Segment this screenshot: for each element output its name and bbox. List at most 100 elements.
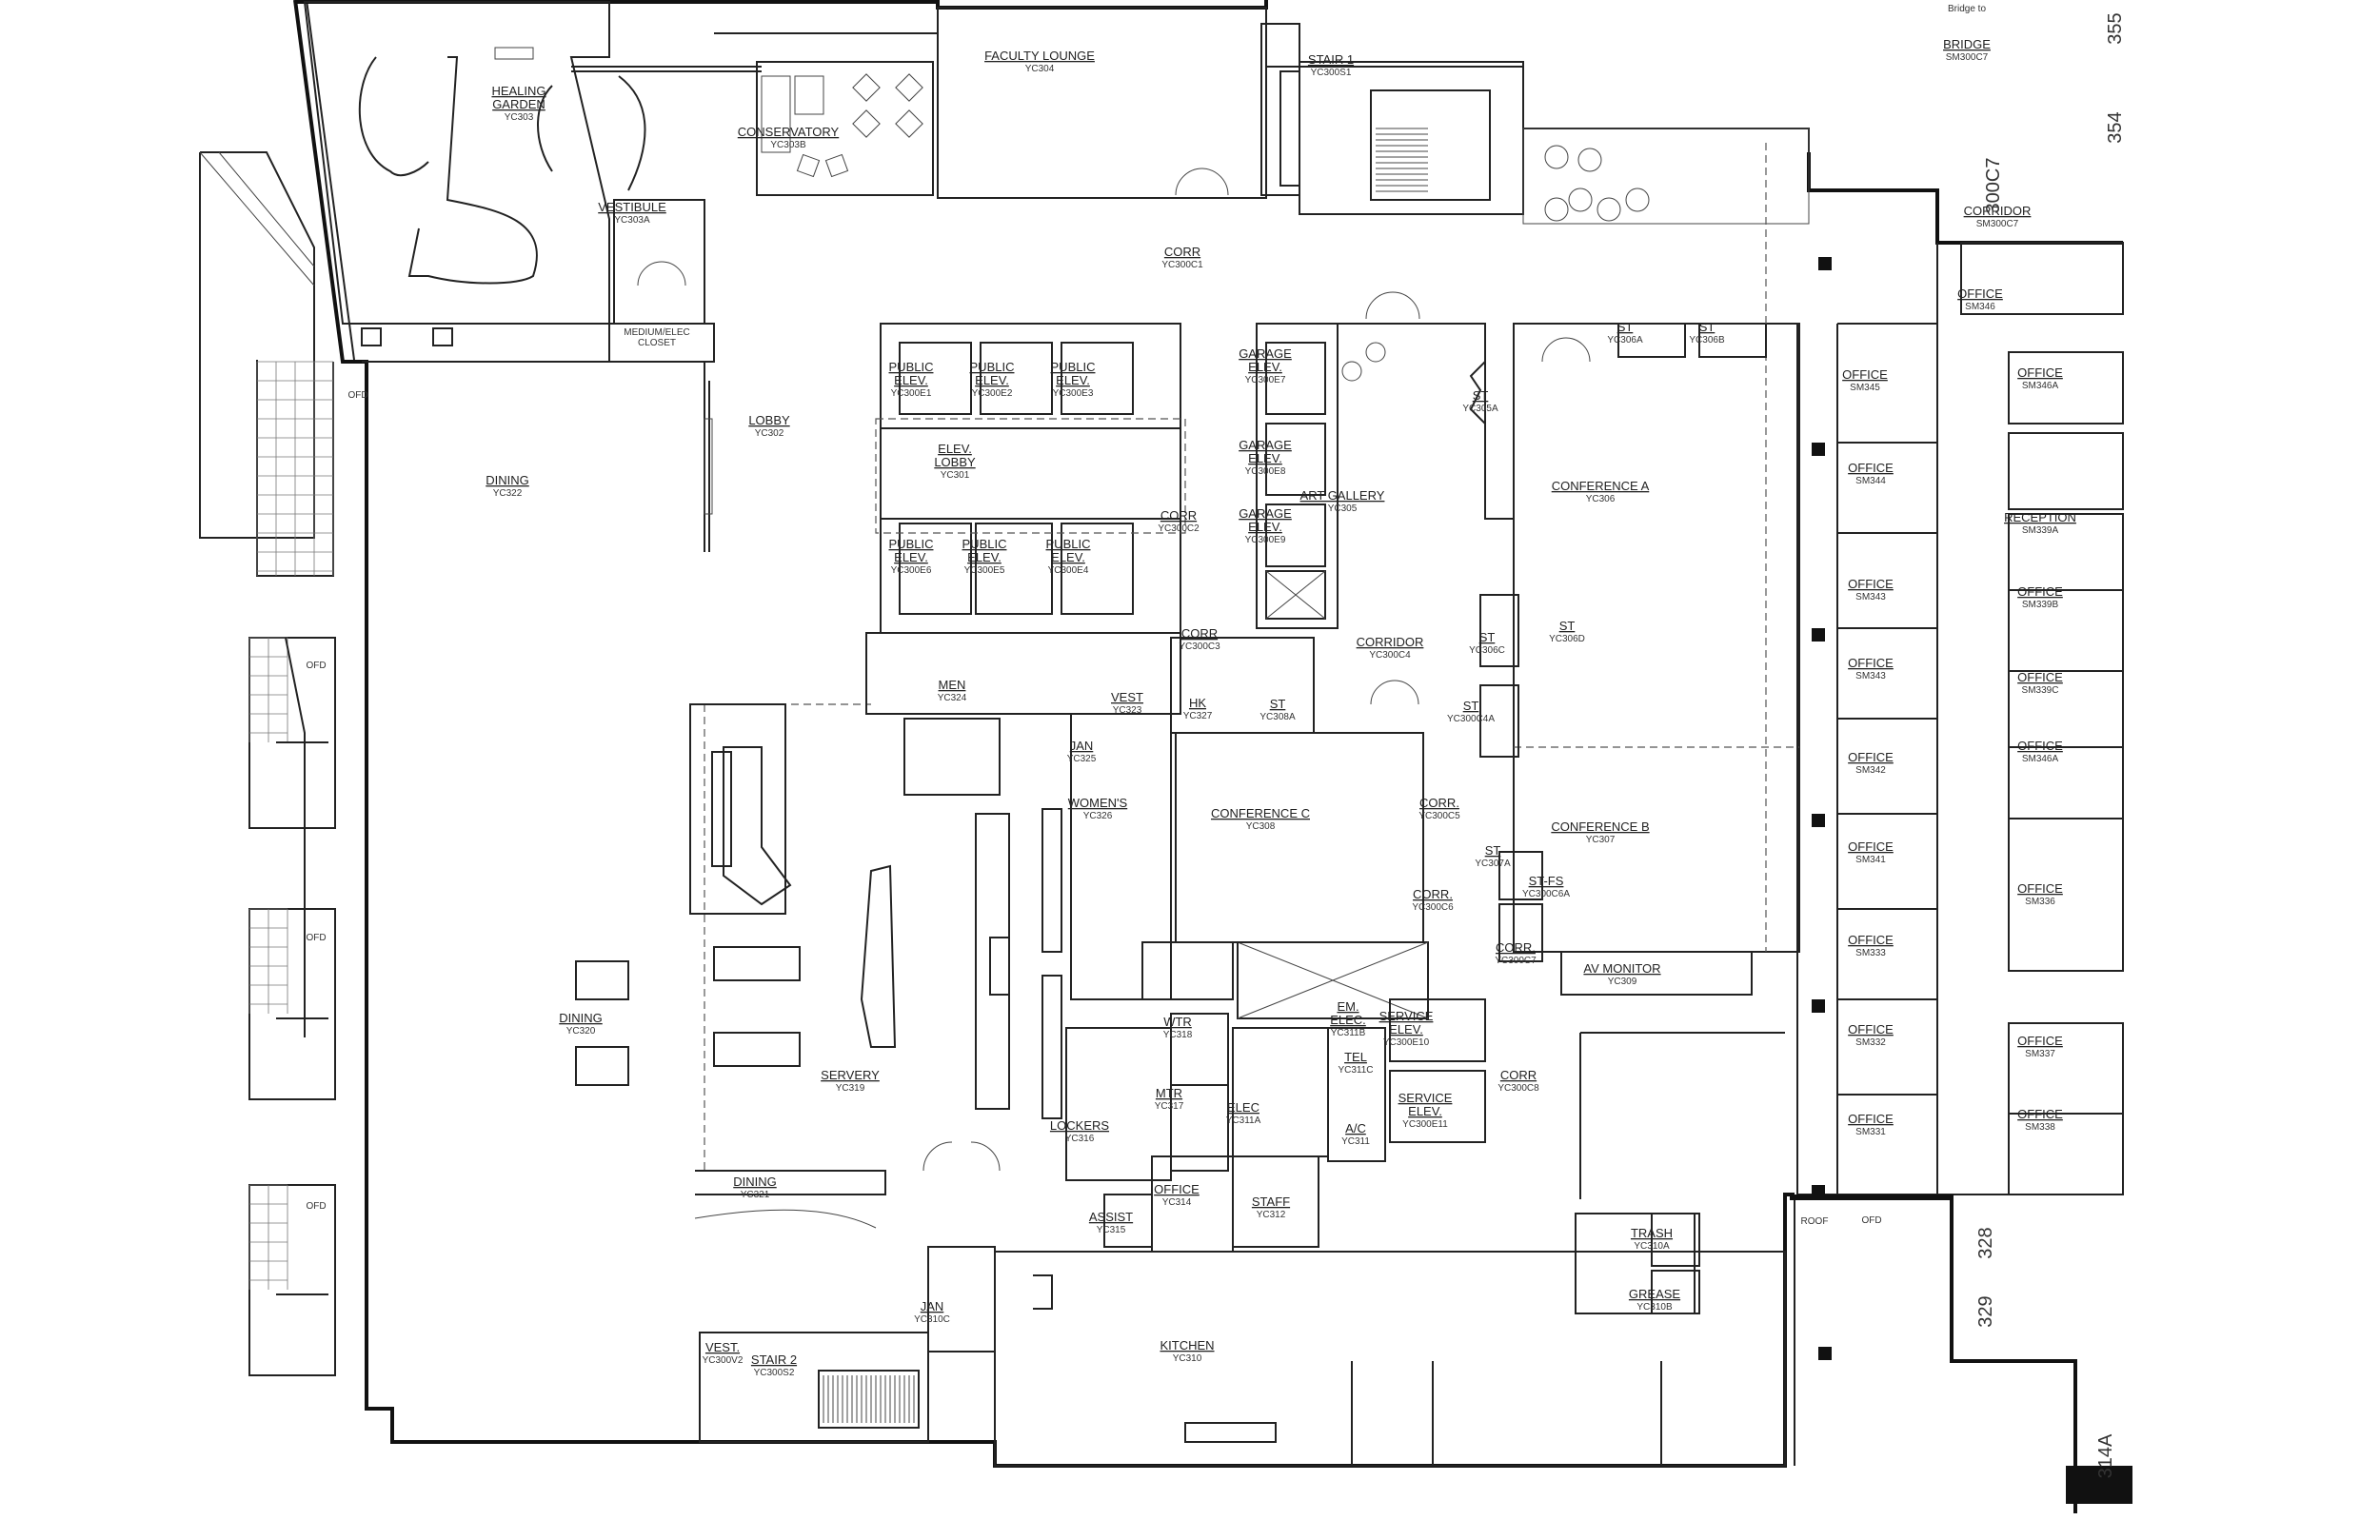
room-number: YC300C5 [1418,811,1460,821]
room-number: YC306C [1469,645,1505,656]
room-number: SM300C7 [1976,219,2019,229]
room-number: YC316 [1065,1134,1095,1144]
room-name: SERVICE [1398,1091,1453,1105]
room-label: VEST.YC300V2 [703,1340,744,1366]
room-number: YC306 [1586,494,1616,504]
healing-garden [303,1,762,363]
room-name: OFFICE [1154,1182,1200,1196]
room-name: VESTIBULE [598,200,666,214]
room-name: TRASH [1631,1226,1673,1240]
room-name: DINING [486,473,529,487]
room-label: CORR.YC300C5 [1418,796,1460,821]
room-name: GARAGE [1239,438,1292,452]
room-number: YC303A [614,215,650,226]
room-number: YC318 [1163,1030,1193,1040]
room-name: ELEV. [1051,550,1085,564]
room-name: ELEV. [894,550,928,564]
room-name: OFFICE [2017,1034,2063,1048]
room-number: YC310 [1173,1353,1202,1364]
room-name: A/C [1345,1121,1366,1135]
room-number: YC324 [938,693,967,703]
room-number: YC300C1 [1161,260,1203,270]
room-number: YC314 [1162,1197,1192,1208]
room-name: PUBLIC [1046,537,1091,551]
west-terraces [248,361,336,1376]
room-name: MEN [939,678,966,692]
room-name: ELEV. [1248,451,1282,465]
room-name: JAN [1070,739,1094,753]
kitchen [994,1032,1786,1467]
room-name: OFFICE [1848,1112,1894,1126]
room-name: WOMEN'S [1068,796,1128,810]
room-name: ELEV. [938,442,972,456]
room-number: YC305 [1328,503,1358,514]
room-number: YC311B [1331,1028,1366,1038]
room-name: LOBBY [934,455,976,469]
room-number: YC300E2 [972,388,1013,399]
room-name: OFFICE [1848,933,1894,947]
adjacent-room-number: 314A [2095,1433,2116,1478]
room-name: ASSIST [1089,1210,1133,1224]
room-number: YC300C8 [1497,1083,1539,1094]
adjacent-room-number: 355 [2105,12,2126,44]
room-name: MTR [1156,1086,1182,1100]
service-core [1065,637,1486,1253]
room-number: YC321 [741,1190,770,1200]
room-name: LOBBY [748,413,790,427]
room-name: ELEV. [1389,1022,1423,1037]
room-number: YC300C4 [1369,650,1411,661]
plan-note: MEDIUM/ELEC [624,327,689,338]
room-name: OFFICE [1842,367,1888,382]
room-number: YC310A [1634,1241,1670,1252]
room-name: PUBLIC [889,537,934,551]
room-number: YC311A [1226,1116,1261,1126]
room-name: GARAGE [1239,346,1292,361]
room-name: PUBLIC [970,360,1015,374]
room-name: PUBLIC [1051,360,1096,374]
room-number: YC300C2 [1158,523,1200,534]
room-name: OFFICE [1848,1022,1894,1037]
room-name: OFFICE [1848,839,1894,854]
room-name: ST [1463,699,1479,713]
room-name: VEST. [705,1340,740,1354]
plan-note: OFD [306,933,326,943]
plan-note: CLOSET [638,338,676,348]
lobby-dining [575,362,1181,1229]
room-name: CORR. [1496,940,1536,955]
room-number: SM337 [2025,1049,2055,1059]
door-swings [637,168,1591,1172]
room-number: YC312 [1257,1210,1286,1220]
room-name: TEL [1344,1050,1367,1064]
room-name: CORR [1181,626,1218,641]
room-name: ELEV. [967,550,1002,564]
